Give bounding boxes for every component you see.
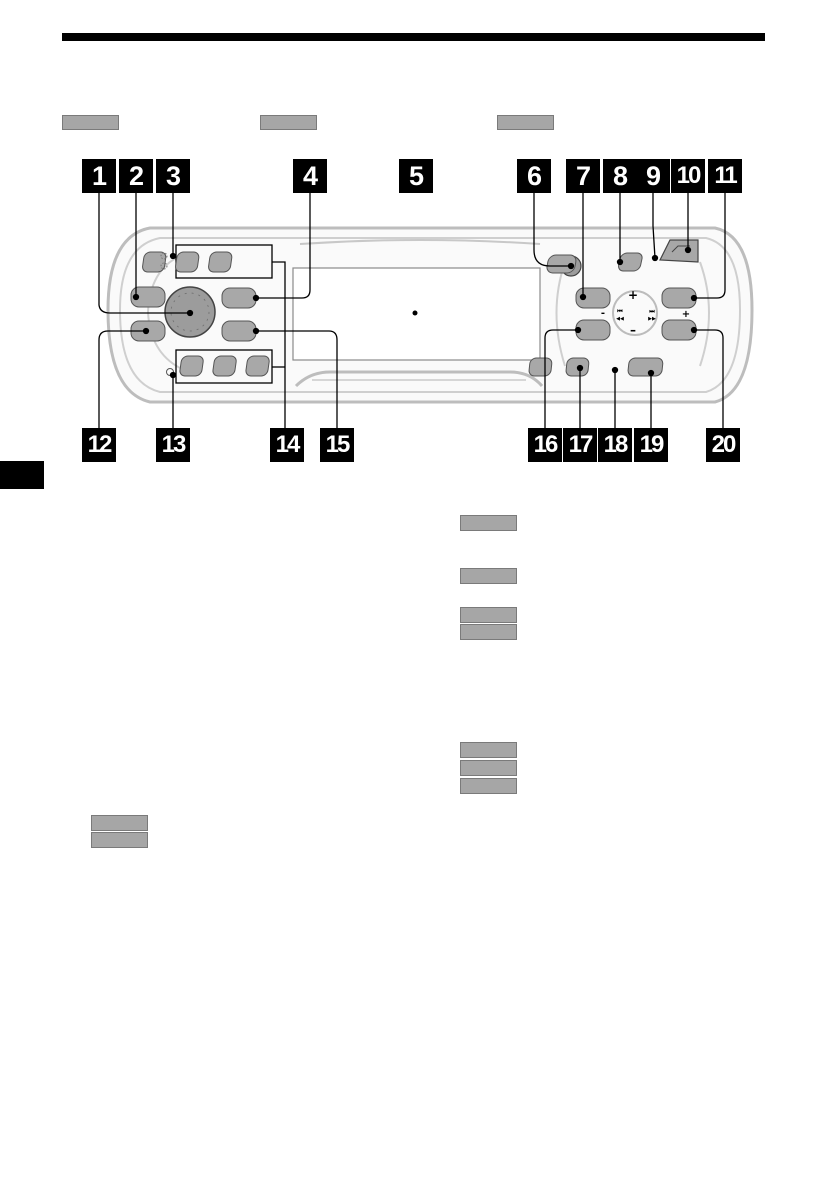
ref-tab-8 — [91, 815, 148, 831]
callout-5: 5 — [399, 159, 433, 193]
callout-2: 2 — [119, 159, 153, 193]
callout-20: 20 — [706, 428, 740, 462]
callout-6: 6 — [517, 159, 551, 193]
callout-4: 4 — [293, 159, 327, 193]
heading-tab-1 — [62, 115, 119, 130]
callout-7: 7 — [566, 159, 600, 193]
heading-tab-3 — [497, 115, 554, 130]
callout-14: 14 — [270, 428, 304, 462]
callout-9: 9 — [636, 159, 670, 193]
bottom-slot — [294, 370, 544, 388]
ref-tab-1 — [460, 515, 517, 531]
nav-minus-label: – — [630, 323, 636, 337]
callout-13: 13 — [156, 428, 190, 462]
ref-tab-5 — [460, 742, 517, 758]
prev-track-icon: ⏮ — [617, 308, 623, 315]
callout-10: 10 — [671, 159, 705, 193]
top-rule — [62, 33, 765, 41]
section-side-tab — [0, 461, 44, 489]
ref-tab-4 — [460, 624, 517, 640]
ref-tab-3 — [460, 607, 517, 623]
callout-12: 12 — [82, 428, 116, 462]
button-4 — [221, 287, 257, 309]
fast-forward-icon: ▶▶ — [648, 316, 656, 322]
ref-tab-7 — [460, 778, 517, 794]
button-15 — [221, 320, 257, 342]
nav-ring — [612, 290, 658, 336]
callout-16: 16 — [528, 428, 562, 462]
callout-11: 11 — [708, 159, 742, 193]
ref-tab-2 — [460, 568, 517, 584]
button-8 — [546, 254, 577, 274]
button-19 — [627, 357, 664, 377]
ref-tab-9 — [91, 832, 148, 848]
button-2 — [130, 286, 166, 308]
ref-tab-6 — [460, 760, 517, 776]
volume-plus-label: + — [682, 309, 690, 320]
top-slot — [299, 239, 541, 245]
next-track-icon: ⏭ — [649, 308, 655, 315]
callout-17: 17 — [563, 428, 597, 462]
callout-1: 1 — [82, 159, 116, 193]
nav-plus-label: + — [628, 288, 638, 302]
callout-8: 8 — [603, 159, 637, 193]
faceplate-inner — [118, 237, 742, 393]
button-7 — [575, 287, 611, 309]
callout-3: 3 — [156, 159, 190, 193]
leader-lines — [98, 193, 726, 428]
heading-tab-2 — [260, 115, 317, 130]
rewind-icon: ◀◀ — [616, 316, 624, 322]
button-17 — [528, 357, 553, 377]
callout-18: 18 — [598, 428, 632, 462]
callout-19: 19 — [634, 428, 668, 462]
callout-15: 15 — [320, 428, 354, 462]
volume-minus-label: - — [601, 308, 605, 319]
